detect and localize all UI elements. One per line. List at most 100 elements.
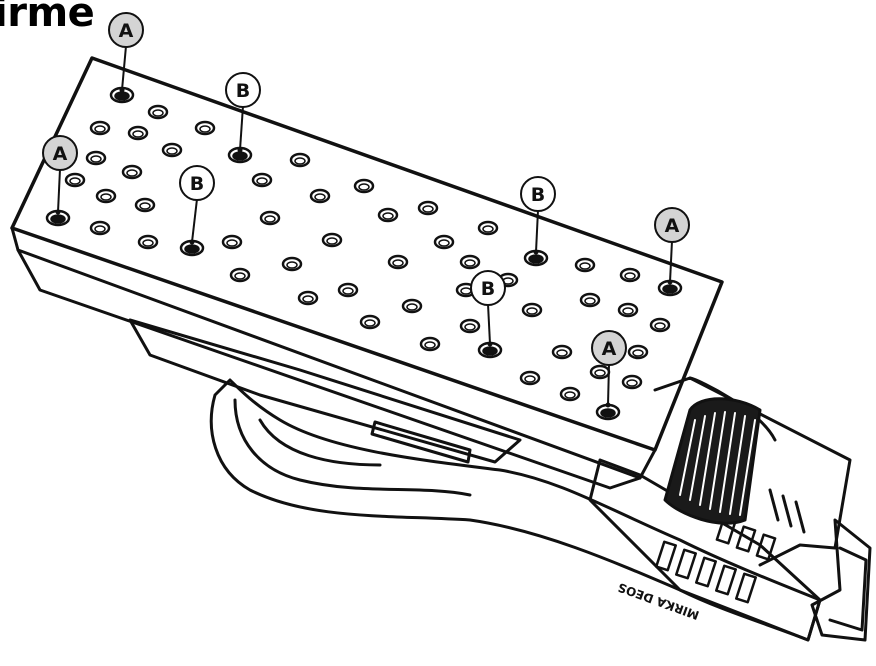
device-label: MIRKA DEOS: [616, 580, 701, 622]
callout-leader-dot: [533, 249, 539, 255]
pad-hole: [621, 374, 643, 390]
pad-hole: [551, 344, 573, 360]
pad-hole: [589, 364, 611, 380]
sander-handle-body: [653, 376, 852, 567]
pad-hole: [64, 172, 86, 188]
callout-leader-line: [121, 45, 127, 91]
callout-a: A: [591, 330, 627, 408]
callout-label: A: [119, 20, 134, 42]
callout-leader-dot: [605, 402, 611, 408]
pad-hole: [649, 317, 671, 333]
pad-hole: [321, 232, 343, 248]
pad-hole: [419, 336, 441, 352]
callout-circle: [179, 165, 215, 201]
pad-hole: [309, 188, 331, 204]
pad-hole: [459, 254, 481, 270]
callout-label: B: [190, 173, 204, 195]
pad-hole: [459, 318, 481, 334]
callout-leader-line: [669, 240, 673, 283]
callout-label: B: [481, 278, 495, 300]
pad-hole: [147, 104, 169, 120]
callout-leader-dot: [487, 341, 493, 347]
screw-hole: [179, 239, 205, 257]
pad-hole: [521, 302, 543, 318]
callout-label: A: [602, 338, 617, 360]
pad-hole: [161, 142, 183, 158]
pad-hole: [121, 164, 143, 180]
callout-b: B: [520, 176, 556, 255]
callout-circle: [520, 176, 556, 212]
callout-b: B: [225, 72, 261, 153]
sanding-pad-edge: [10, 226, 657, 480]
sanding-pad-underside: [16, 248, 642, 490]
pad-hole: [281, 256, 303, 272]
callout-leader-line: [535, 209, 539, 253]
pad-hole: [574, 257, 596, 273]
pad-hole: [619, 267, 641, 283]
callout-leader-dot: [189, 239, 195, 245]
sander-base-inner-curve-2: [258, 418, 382, 467]
page-title: irme: [0, 0, 95, 36]
pad-hole: [387, 254, 409, 270]
dust-port-face: [828, 546, 868, 632]
callout-leader-line: [57, 168, 61, 213]
pad-hole: [89, 120, 111, 136]
callout-leader-dot: [667, 279, 673, 285]
pad-hole: [221, 234, 243, 250]
pad-hole: [85, 150, 107, 166]
pad-hole: [95, 188, 117, 204]
pad-hole: [477, 220, 499, 236]
callout-label: A: [665, 215, 680, 237]
pad-hole: [519, 370, 541, 386]
callout-circle: [470, 270, 506, 306]
pad-hole: [127, 125, 149, 141]
callout-label: B: [531, 184, 545, 206]
pad-hole: [289, 152, 311, 168]
callout-label: B: [236, 80, 250, 102]
callout-leader-dot: [119, 87, 125, 93]
callout-leader-dot: [237, 147, 243, 153]
pad-hole: [353, 178, 375, 194]
pad-hole: [377, 207, 399, 223]
callout-b: B: [470, 270, 506, 347]
callout-layer: A A A A B B B B: [42, 12, 690, 408]
pad-hole: [89, 220, 111, 236]
screw-hole: [227, 146, 253, 164]
pad-hole: [359, 314, 381, 330]
callout-label: A: [53, 143, 68, 165]
callout-leader-line: [239, 105, 244, 151]
sanding-pad-plate: [10, 56, 724, 452]
sander-handle-ridge-3: [794, 500, 806, 534]
callout-circle: [654, 207, 690, 243]
pad-hole: [627, 344, 649, 360]
callout-circle: [591, 330, 627, 366]
pad-hole: [251, 172, 273, 188]
pad-hole: [401, 298, 423, 314]
pad-hole: [194, 120, 216, 136]
callout-circle: [108, 12, 144, 48]
callout-circle: [42, 135, 78, 171]
pad-hole: [337, 282, 359, 298]
sander-handle-ridge-2: [781, 494, 793, 528]
callout-leader-line: [607, 363, 610, 406]
pad-hole: [229, 267, 251, 283]
dust-port-connector: [810, 518, 872, 642]
sander-vent-slot: [370, 420, 472, 464]
callout-a: A: [654, 207, 690, 285]
button-row: [655, 517, 777, 604]
callout-a: A: [42, 135, 78, 215]
pad-hole: [579, 292, 601, 308]
callout-leader-line: [191, 198, 198, 243]
callout-circle: [225, 72, 261, 108]
callout-b: B: [179, 165, 215, 245]
pad-hole-grid: [45, 86, 683, 421]
screw-hole: [477, 341, 503, 359]
pad-hole: [137, 234, 159, 250]
pad-hole: [297, 290, 319, 306]
sander-lower-strip: [588, 458, 822, 642]
pad-hole: [559, 386, 581, 402]
pad-hole: [259, 210, 281, 226]
pad-hole: [134, 197, 156, 213]
callout-leader-dot: [55, 209, 61, 215]
